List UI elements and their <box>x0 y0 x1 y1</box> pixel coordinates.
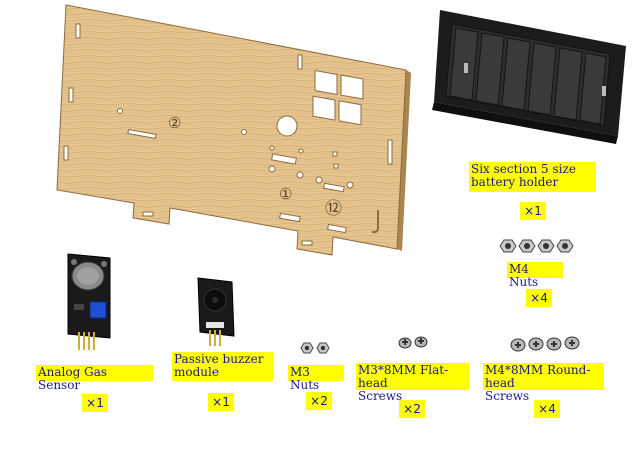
plate-mark-two: ② <box>168 114 182 132</box>
m4-nuts-qty: ×4 <box>526 289 552 307</box>
plate-mark-twelve: ⑫ <box>325 199 342 219</box>
m3-screws-label: M3*8MM Flat-head Screws <box>356 363 469 403</box>
m3-nuts-label: M3 Nuts <box>288 365 344 392</box>
m3-nuts-qty: ×2 <box>306 392 332 410</box>
m4-screws-label: M4*8MM Round-head Screws <box>483 363 604 403</box>
m3-nuts-image <box>300 342 330 354</box>
gas-sensor-label: Analog Gas Sensor <box>36 365 153 392</box>
battery-holder-label: Six section 5 size battery holder <box>469 162 596 192</box>
buzzer-module-image <box>197 277 235 346</box>
m4-screws-qty: ×4 <box>534 400 560 418</box>
gas-sensor-qty: ×1 <box>82 394 108 412</box>
buzzer-module-label: Passive buzzer module <box>172 352 273 381</box>
battery-holder-image <box>432 10 626 144</box>
plate-mark-one: ① <box>279 185 293 203</box>
m3-screws-qty: ×2 <box>399 400 425 418</box>
m3-screws-image <box>398 336 428 349</box>
buzzer-module-qty: ×1 <box>208 393 234 411</box>
battery-holder-qty: ×1 <box>520 202 546 220</box>
m4-nuts-label: M4 Nuts <box>507 262 563 289</box>
gas-sensor-image <box>67 253 111 350</box>
m4-nuts-image <box>499 239 574 253</box>
m4-screws-image <box>510 336 580 352</box>
